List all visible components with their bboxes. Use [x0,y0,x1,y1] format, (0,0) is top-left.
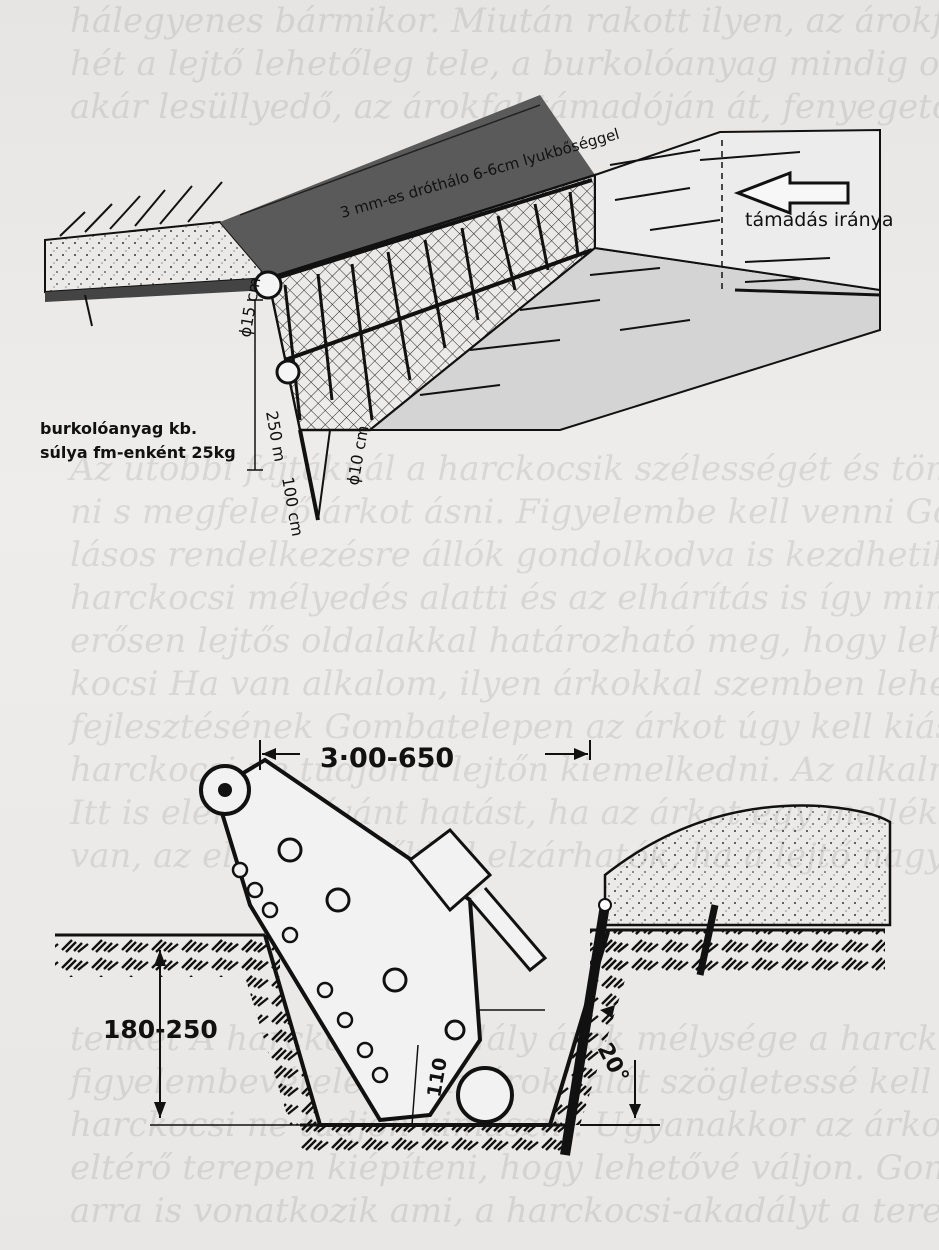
svg-text:fejlesztésének Gombatelepen az: fejlesztésének Gombatelepen az árkot úgy… [67,707,939,747]
svg-text:tenket A harckocsi-akadály áro: tenket A harckocsi-akadály árok mélysége… [70,1019,939,1059]
svg-text:Az utóbbi fajtáknál a harckocs: Az utóbbi fajtáknál a harckocsik széless… [67,449,939,489]
attack-direction-label: támadás iránya [745,209,894,231]
bottom-figure: 3·00-650 180-250 110 20° [55,740,892,1156]
width-label: 3·00-650 [320,743,454,774]
svg-text:ni s megfelelő árkot ásni. Fig: ni s megfelelő árkot ásni. Figyelembe ke… [70,492,939,532]
svg-text:arra is vonatkozik ami, a harc: arra is vonatkozik ami, a harckocsi-akad… [70,1191,939,1231]
cladding-label-line-1: burkolóanyag kb. [40,419,197,438]
svg-text:lásos rendelkezésre állók gond: lásos rendelkezésre állók gondolkodva is… [70,535,939,575]
svg-text:harckocsi mélyedés alatti és a: harckocsi mélyedés alatti és az elhárítá… [70,578,939,618]
svg-text:kocsi Ha van alkalom, ilyen ár: kocsi Ha van alkalom, ilyen árkokkal sze… [70,664,939,704]
svg-text:hálegyenes bármikor. Miután ra: hálegyenes bármikor. Miután rakott ilyen… [70,1,939,41]
depth-dimension-label: 180-250 [103,1015,218,1044]
svg-text:erősen lejtős oldalakkal határ: erősen lejtős oldalakkal határozható meg… [70,621,939,661]
svg-text:hét a lejtő lehetőleg tele, a: hét a lejtő lehetőleg tele, a burkolóany… [70,44,939,84]
cladding-label-line-2: súlya fm-enként 25kg [40,443,236,462]
